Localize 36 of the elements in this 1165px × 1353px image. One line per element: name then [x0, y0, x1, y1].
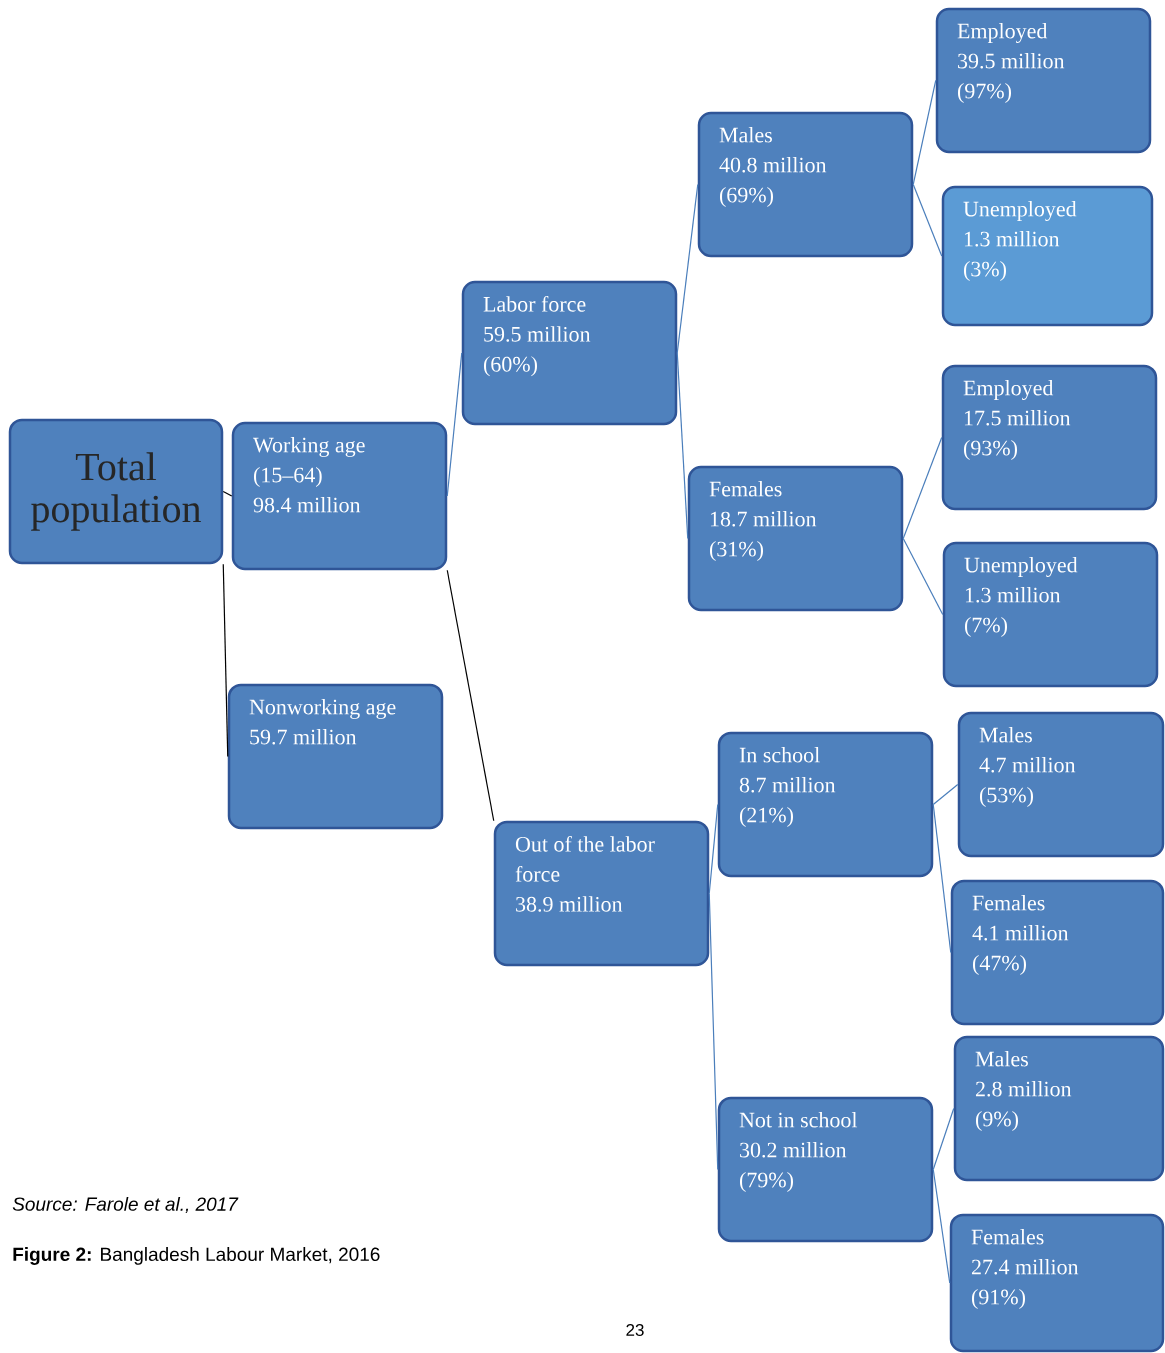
tree-box: Working age (15–64) 98.4 million — [231, 421, 448, 571]
tree-box: Males 40.8 million (69%) — [697, 111, 914, 258]
connector-line — [708, 892, 719, 1171]
tree-box: Unemployed 1.3 million (7%) — [942, 541, 1159, 688]
tree-box: Males 2.8 million (9%) — [953, 1035, 1165, 1182]
page-number: 23 — [626, 1323, 644, 1336]
connector-line — [912, 79, 937, 186]
connector-line — [902, 436, 943, 540]
connector-line — [446, 569, 495, 822]
figure-caption: Figure 2: Bangladesh Labour Market, 2016 — [13, 1247, 380, 1265]
tree-box: Out of the labor force 38.9 million — [493, 820, 710, 967]
connector-line — [932, 803, 952, 954]
tree-box: Labor force 59.5 million (60%) — [461, 280, 678, 426]
tree-box: Employed 39.5 million (97%) — [935, 7, 1152, 154]
tree-box: Total population — [8, 418, 224, 565]
connector-line — [676, 352, 689, 540]
tree-box: Nonworking age 59.7 million — [227, 683, 444, 830]
connector-line — [932, 1168, 951, 1284]
connector-line — [902, 537, 944, 616]
connector-line — [932, 1107, 955, 1171]
tree-box: Employed 17.5 million (93%) — [941, 364, 1158, 511]
tree-box: In school 8.7 million (21%) — [717, 731, 934, 878]
tree-box: Females 4.1 million (47%) — [950, 879, 1165, 1026]
tree-box: Females 18.7 million (31%) — [687, 465, 904, 612]
tree-box: Females 27.4 million (91%) — [949, 1213, 1165, 1353]
tree-box: Males 4.7 million (53%) — [957, 711, 1165, 858]
connector-line — [912, 183, 943, 257]
tree-box: Unemployed 1.3 million (3%) — [941, 185, 1154, 327]
connector-line — [676, 183, 699, 354]
tree-box: Not in school 30.2 million (79%) — [717, 1096, 934, 1243]
connector-line — [222, 490, 233, 497]
connector-line — [222, 563, 229, 758]
source-note: Source: Farole et al., 2017 — [12, 1196, 239, 1214]
connector-line — [446, 352, 463, 497]
connector-line — [932, 783, 959, 806]
connector-line — [708, 803, 719, 895]
